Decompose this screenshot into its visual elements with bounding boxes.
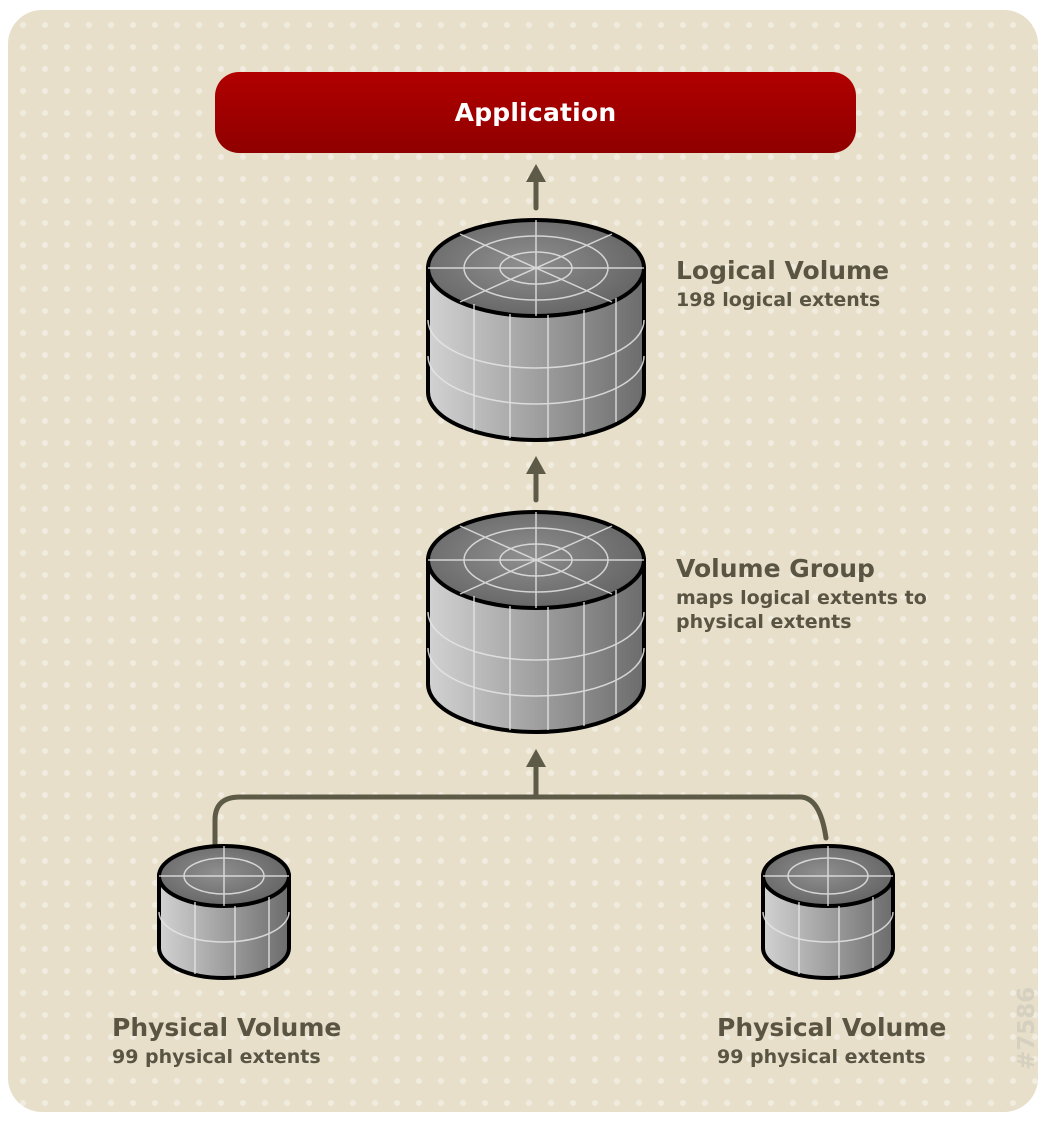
logical-volume-icon (426, 218, 646, 442)
physical-volume-left-subtitle: 99 physical extents (112, 1045, 321, 1068)
arrowhead-app (526, 164, 546, 182)
pv-connector-line (212, 794, 829, 861)
application-box: Application (215, 72, 856, 153)
physical-volume-right-title: Physical Volume (717, 1013, 947, 1042)
physical-volume-left-icon (157, 844, 291, 980)
application-label: Application (454, 98, 617, 127)
logical-volume-label: Logical Volume 198 logical extents (676, 255, 889, 312)
volume-group-title: Volume Group (676, 554, 875, 583)
volume-group-label: Volume Group maps logical extents to phy… (676, 553, 927, 635)
physical-volume-right-label: Physical Volume 99 physical extents (717, 1012, 946, 1069)
physical-volume-right-icon (761, 844, 895, 980)
physical-volume-right-subtitle: 99 physical extents (717, 1045, 926, 1068)
figure-id-stamp: #7586 (1014, 986, 1040, 1070)
volume-group-subtitle-line2: physical extents (676, 611, 852, 634)
arrowhead-lv (526, 456, 546, 474)
physical-volume-left-label: Physical Volume 99 physical extents (112, 1012, 341, 1069)
volume-group-icon (426, 510, 646, 734)
arrowhead-vg (526, 749, 546, 767)
physical-volume-left-title: Physical Volume (112, 1013, 342, 1042)
logical-volume-title: Logical Volume (676, 256, 890, 285)
volume-group-subtitle-line1: maps logical extents to (676, 586, 927, 609)
logical-volume-subtitle: 198 logical extents (676, 288, 881, 311)
